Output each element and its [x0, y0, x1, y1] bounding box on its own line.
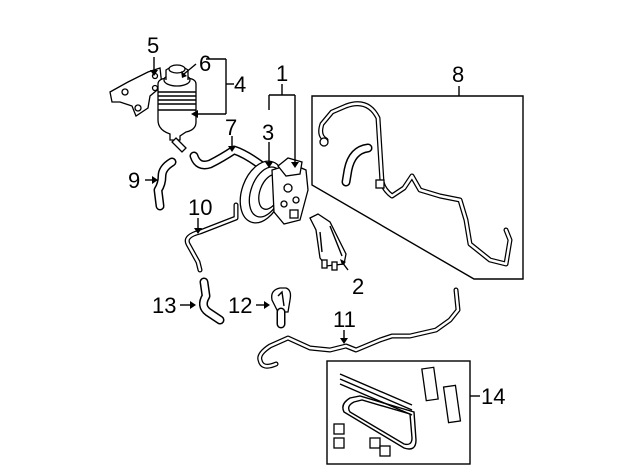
reservoir[interactable] — [157, 77, 197, 153]
callout-6[interactable]: 6 — [199, 51, 211, 76]
cooler-line-11[interactable] — [257, 287, 461, 369]
callout-13[interactable]: 13 — [152, 293, 176, 318]
power-steering-pump[interactable] — [232, 155, 309, 229]
hose-13[interactable] — [198, 277, 225, 325]
callout-2[interactable]: 2 — [352, 274, 364, 299]
callout-14[interactable]: 14 — [481, 384, 505, 409]
cooler-kit-panel[interactable] — [326, 360, 471, 465]
callout-4[interactable]: 4 — [234, 72, 246, 97]
callout-1[interactable]: 1 — [276, 61, 288, 86]
pressure-hose-assembly-panel[interactable] — [311, 95, 524, 280]
callout-11[interactable]: 11 — [333, 307, 356, 332]
hose-7[interactable] — [189, 145, 267, 171]
callout-9[interactable]: 9 — [128, 168, 140, 193]
leader-lines — [145, 57, 480, 397]
callout-3[interactable]: 3 — [262, 120, 274, 145]
callout-5[interactable]: 5 — [147, 33, 159, 58]
callout-labels: 5 6 4 1 7 3 8 9 10 2 13 12 11 14 — [128, 33, 505, 409]
callout-12[interactable]: 12 — [228, 293, 252, 318]
callout-10[interactable]: 10 — [188, 195, 212, 220]
hose-12[interactable] — [271, 287, 292, 329]
callout-7[interactable]: 7 — [225, 115, 237, 140]
pump-bracket[interactable] — [309, 213, 347, 271]
return-hose-9[interactable] — [153, 157, 177, 211]
hose-10[interactable] — [184, 202, 239, 273]
callout-8[interactable]: 8 — [452, 62, 464, 87]
